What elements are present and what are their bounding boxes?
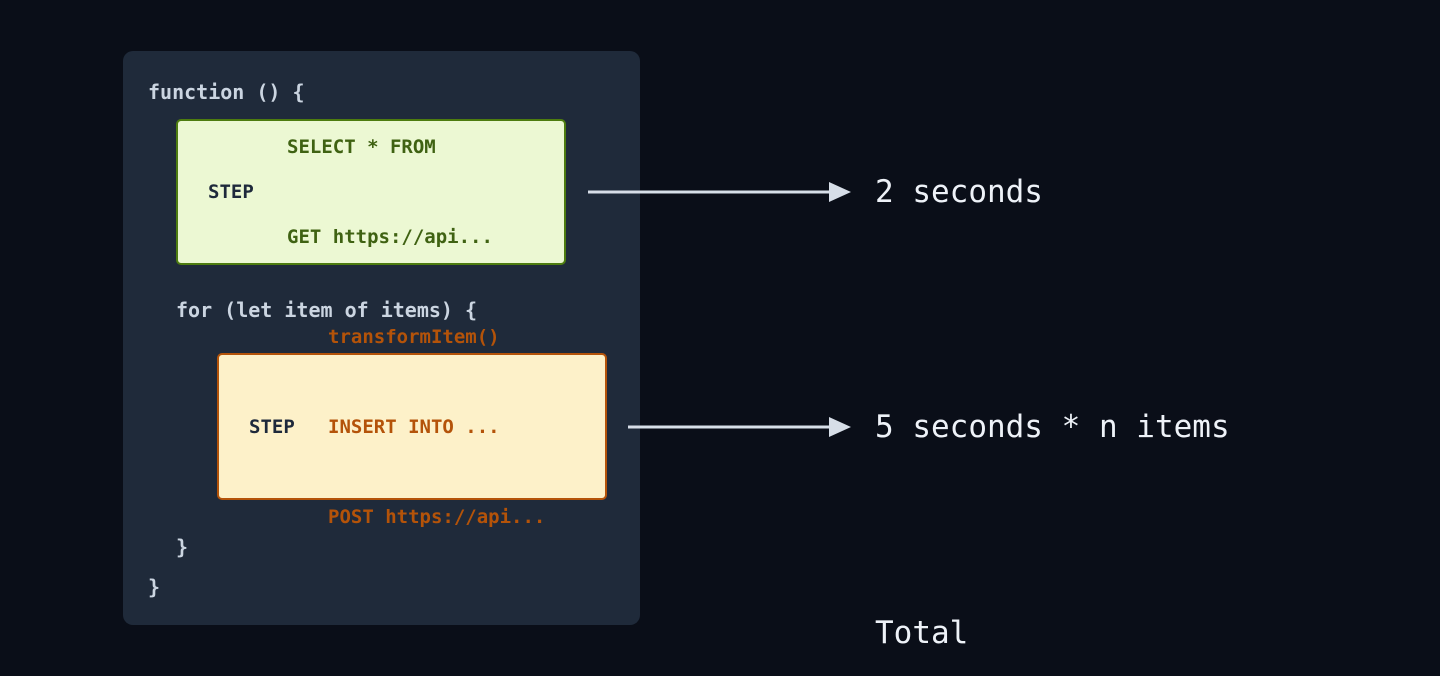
step2-arrow-right-icon [628,417,851,437]
code-function-open: function () { [148,80,305,104]
step-code-line: GET https://api... [287,226,493,248]
code-panel: function () { STEP SELECT * FROM GET htt… [123,51,640,625]
step-code-lines: SELECT * FROM GET https://api... [287,72,493,312]
step-code-line: INSERT INTO ... [328,415,500,438]
step-code-lines: transformItem() INSERT INTO ... POST htt… [328,262,545,592]
code-for-loop-open: for (let item of items) { [176,298,478,322]
step1-time-label: 2 seconds [875,174,1043,210]
step-box-transform-load: STEP transformItem() INSERT INTO ... POS… [217,326,607,528]
step-label: STEP [208,181,254,203]
step-box-extract: STEP SELECT * FROM GET https://api... [176,119,566,265]
step1-arrow-right-icon [588,182,851,202]
step-code-line: SELECT * FROM [287,136,436,158]
code-function-close: } [148,575,161,599]
step2-time-label: 5 seconds * n items [875,409,1230,445]
step-code-line: POST https://api... [328,505,546,528]
total-label: Total [875,615,969,651]
code-for-loop-close: } [176,535,189,559]
step-code-line: transformItem() [328,325,500,348]
total-summary: Total 100 items = 502 seconds [875,531,1304,676]
step-label: STEP [249,415,295,438]
